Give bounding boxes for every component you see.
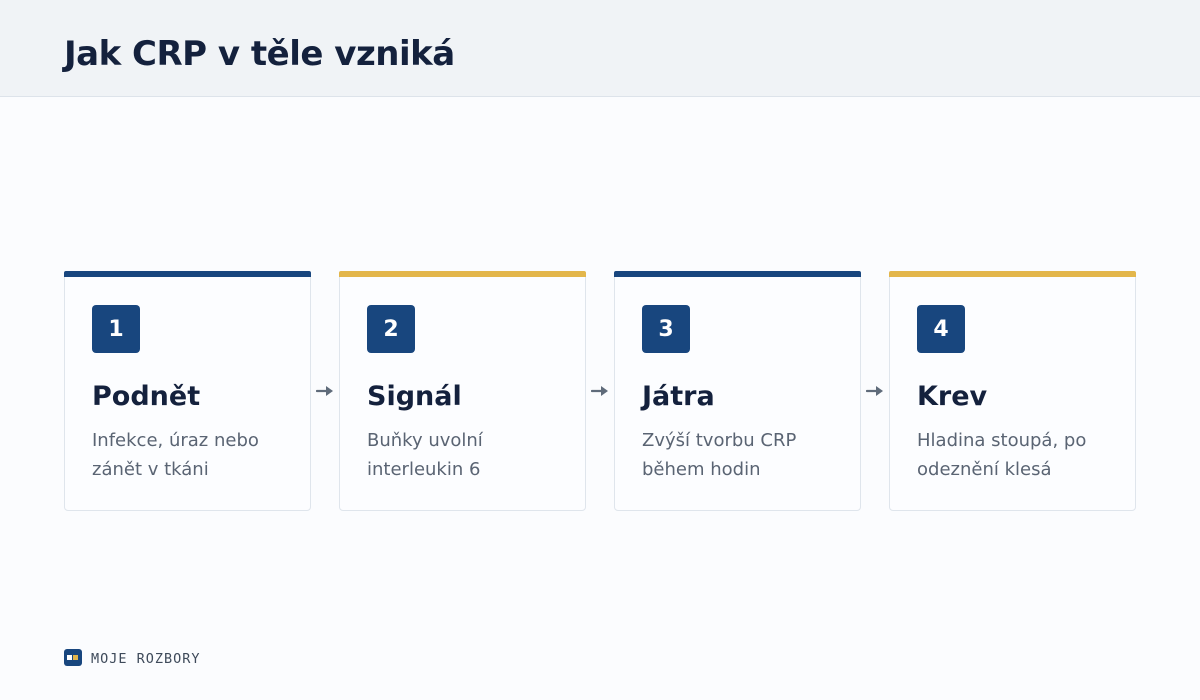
step-title: Podnět — [92, 381, 201, 412]
step-number-badge: 1 — [92, 305, 140, 353]
step-description: Infekce, úraz nebo zánět v tkáni — [92, 430, 259, 480]
page-header: Jak CRP v těle vzniká — [0, 0, 1200, 97]
step-description: Buňky uvolní interleukin 6 — [367, 430, 483, 480]
step-accent-bar — [614, 271, 861, 277]
step-card-2: 2 Signál Buňky uvolní interleukin 6 — [339, 271, 586, 511]
step-title: Krev — [917, 381, 988, 412]
step-card-3: 3 Játra Zvýší tvorbu CRP během hodin — [614, 271, 861, 511]
step-number-badge: 4 — [917, 305, 965, 353]
lab-card-icon — [64, 649, 82, 666]
arrow-right-icon — [866, 386, 883, 396]
step-accent-bar — [339, 271, 586, 277]
arrow-right-icon — [316, 386, 333, 396]
step-description: Hladina stoupá, po odeznění klesá — [917, 430, 1087, 480]
step-description: Zvýší tvorbu CRP během hodin — [642, 430, 797, 480]
step-accent-bar — [64, 271, 311, 277]
arrow-right-icon — [591, 386, 608, 396]
step-title: Signál — [367, 381, 462, 412]
step-number-badge: 3 — [642, 305, 690, 353]
brand-name: MOJE ROZBORY — [91, 651, 201, 667]
page-title: Jak CRP v těle vzniká — [64, 34, 455, 74]
step-number-badge: 2 — [367, 305, 415, 353]
step-card-4: 4 Krev Hladina stoupá, po odeznění klesá — [889, 271, 1136, 511]
step-card-1: 1 Podnět Infekce, úraz nebo zánět v tkán… — [64, 271, 311, 511]
step-title: Játra — [642, 381, 715, 412]
step-accent-bar — [889, 271, 1136, 277]
